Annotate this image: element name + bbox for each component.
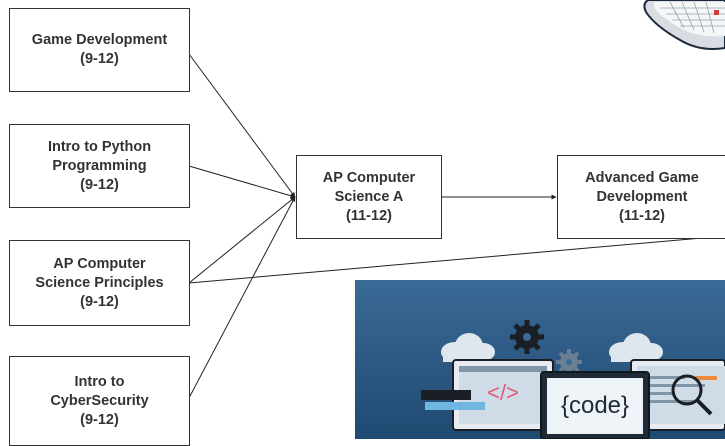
course-name-line-2: Development (596, 188, 688, 205)
course-name-line-1: Intro to Python (47, 138, 152, 155)
arrow-csp-to-adv-game (188, 235, 725, 284)
gear-icon (510, 320, 544, 354)
course-grades: (9-12) (80, 51, 119, 67)
course-box-ap-csa: AP Computer Science A (11-12) (296, 155, 442, 239)
course-name-line-1: Intro to (74, 373, 125, 390)
arrow-cyber-to-csa (188, 196, 296, 399)
course-box-intro-python: Intro to Python Programming (9-12) (9, 124, 190, 208)
course-name: Game Development (31, 32, 168, 48)
magnifier-icon (671, 374, 703, 406)
keyboard-icon (643, 0, 725, 50)
arrow-python-to-csa (188, 165, 296, 199)
course-grades: (11-12) (619, 207, 665, 224)
course-name-line-2: Science A (334, 188, 404, 205)
arrow-game-dev-to-csa (188, 53, 296, 198)
course-grades: (11-12) (346, 207, 392, 224)
course-box-intro-cybersecurity: Intro to CyberSecurity (9-12) (9, 356, 190, 446)
coding-illustration: </> {code} (355, 280, 725, 439)
gear-icon (556, 349, 582, 375)
cloud-icon (441, 333, 495, 362)
course-box-ap-csp: AP Computer Science Principles (9-12) (9, 240, 190, 326)
course-name-line-2: Programming (52, 157, 147, 174)
arrow-csp-to-csa (188, 196, 296, 284)
cloud-icon (609, 333, 663, 362)
course-box-advanced-game-development: Advanced Game Development (11-12) (557, 155, 725, 239)
course-name-line-1: AP Computer (53, 255, 146, 272)
course-name-line-2: Science Principles (35, 274, 164, 291)
course-name-line-2: CyberSecurity (50, 392, 149, 409)
code-text: {code} (561, 392, 629, 419)
course-box-game-development: Game Development (9-12) (9, 8, 190, 92)
html-tag-text: </> (487, 380, 519, 405)
course-grades: (9-12) (80, 411, 119, 428)
course-name-line-1: AP Computer (322, 169, 416, 186)
course-grades: (9-12) (80, 176, 119, 193)
course-grades: (9-12) (80, 293, 119, 310)
course-name-line-1: Advanced Game (585, 169, 699, 186)
